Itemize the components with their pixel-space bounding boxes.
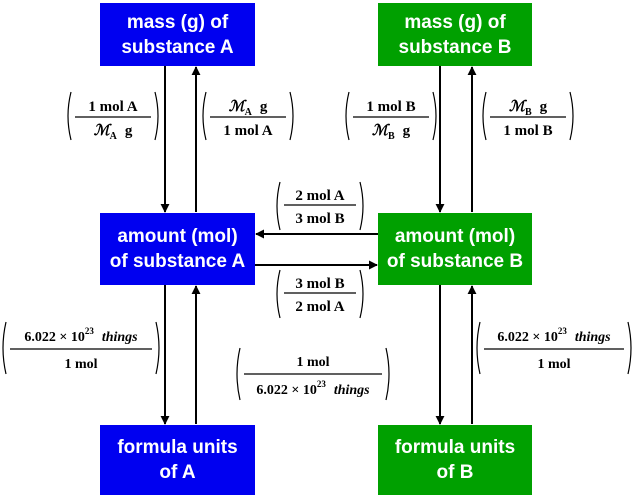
- mass-of-substance-b-box: mass (g) of substance B: [378, 3, 532, 66]
- factor-b-to-a-denominator: 3 mol B: [295, 211, 344, 227]
- factor-b-to-a-numerator: 2 mol A: [295, 188, 344, 204]
- factor-a-to-b-numerator: 3 mol B: [295, 276, 344, 292]
- formula-units-of-a-box: formula units of A: [100, 425, 255, 495]
- factor-mol-to-units-a-denominator: 1 mol: [64, 357, 97, 372]
- factor-mol-to-mass-a-denominator: 1 mol A: [223, 123, 272, 139]
- factor-b-to-a: 2 mol A 3 mol B: [276, 181, 364, 231]
- formula-units-of-b-box: formula units of B: [378, 425, 532, 495]
- factor-units-to-mol-numerator: 1 mol: [296, 355, 329, 370]
- amount-of-substance-b-box: amount (mol) of substance B: [378, 213, 532, 285]
- factor-a-to-b: 3 mol B 2 mol A: [276, 269, 364, 319]
- factor-mass-to-mol-b-numerator: 1 mol B: [366, 99, 415, 115]
- mass-of-substance-a-box: mass (g) of substance A: [100, 3, 255, 66]
- factor-mol-to-units-b-denominator: 1 mol: [537, 357, 570, 372]
- amount-of-substance-a-box: amount (mol) of substance A: [100, 213, 255, 285]
- factor-a-to-b-denominator: 2 mol A: [295, 299, 344, 315]
- factor-mass-to-mol-a-numerator: 1 mol A: [88, 99, 137, 115]
- factor-mol-to-mass-b-denominator: 1 mol B: [503, 123, 552, 139]
